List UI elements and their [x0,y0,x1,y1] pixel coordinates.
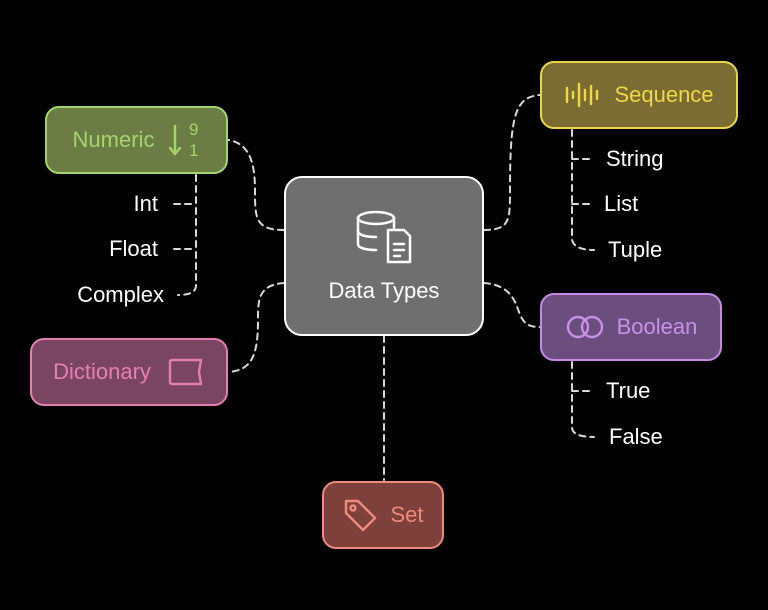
tag-icon [342,497,378,533]
center-node[interactable]: Data Types [284,176,484,336]
dictionary-node-label: Dictionary [53,359,151,384]
sort-numeric-descending-icon: 9 1 [168,120,200,160]
connector-sequence-trunk [571,129,595,251]
connector-center-sequence [483,94,541,231]
sequence-node-label: Sequence [614,82,714,107]
dictionary-node[interactable]: Dictionary [30,338,228,406]
numeric-node-label: Numeric [72,127,155,152]
center-node-label: Data Types [328,278,440,303]
sequence-item-list: List [604,191,639,216]
numeric-item-complex: Complex [77,282,164,307]
boolean-item-false: False [609,424,663,449]
flag-banner-icon [167,358,205,386]
numeric-item-float: Float [109,236,158,261]
svg-text:9: 9 [189,120,198,139]
boolean-node-label: Boolean [616,314,698,339]
connector-center-dictionary [228,282,285,373]
numeric-node[interactable]: Numeric 9 1 [45,106,228,174]
connector-boolean-trunk [571,361,595,438]
audio-waveform-icon [564,80,602,110]
boolean-node[interactable]: Boolean [540,293,722,361]
sequence-node[interactable]: Sequence [540,61,738,129]
sequence-item-tuple: Tuple [608,237,663,262]
set-node-label: Set [390,502,424,527]
connector-center-numeric [227,139,285,231]
intersecting-circles-icon [565,314,605,340]
database-document-icon [352,208,416,264]
numeric-item-int: Int [133,191,158,216]
connector-numeric-trunk [177,174,197,296]
svg-text:1: 1 [189,141,198,160]
connector-center-boolean [483,282,541,328]
set-node[interactable]: Set [322,481,444,549]
boolean-item-true: True [606,378,651,403]
sequence-item-string: String [606,146,664,171]
